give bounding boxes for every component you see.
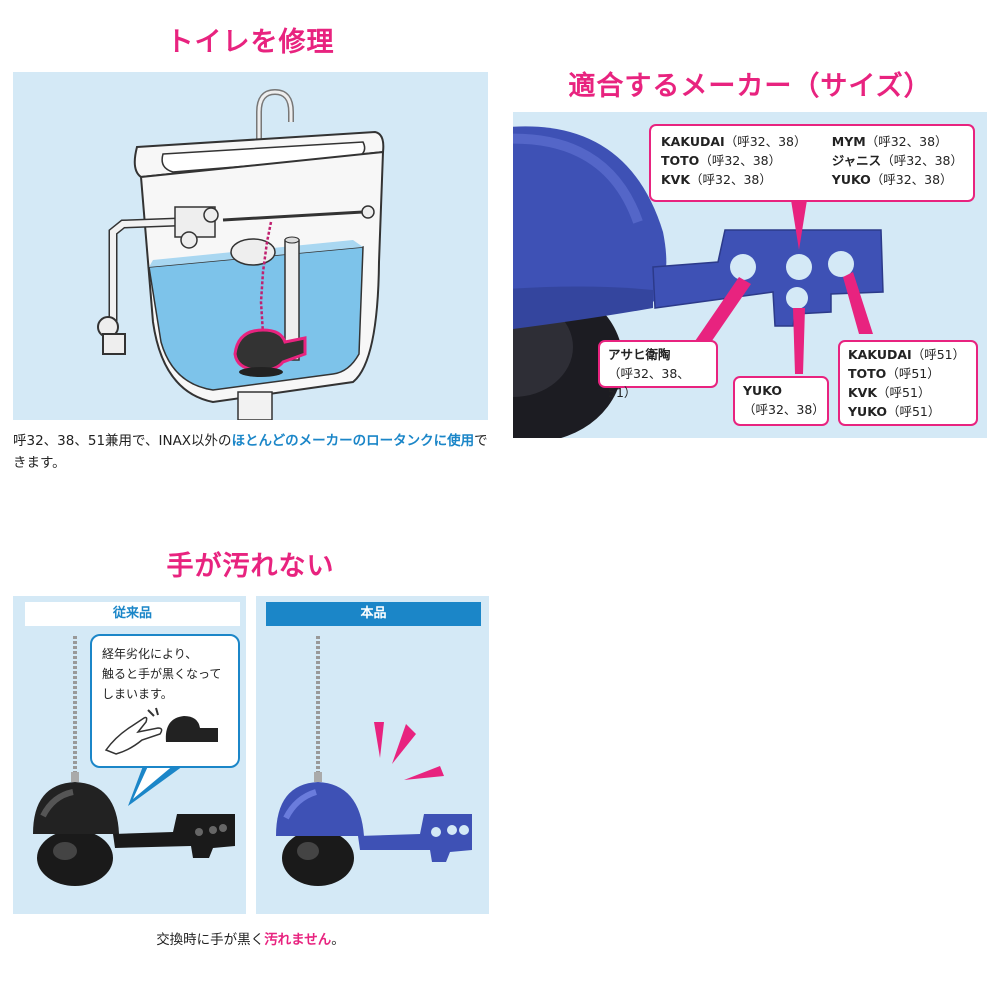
bubble-line: 経年劣化により、 — [102, 647, 198, 661]
old-product-tab: 従来品 — [25, 602, 240, 626]
maker-callout-51: KAKUDAI（呼51） TOTO（呼51） KVK（呼51） YUKO（呼51… — [838, 340, 978, 426]
maker-entry: TOTO（呼32、38） — [661, 153, 782, 168]
bubble-line: しまいます。 — [102, 687, 173, 701]
maker-entry: KAKUDAI（呼32、38） — [661, 134, 807, 149]
maker-list-left: KAKUDAI（呼32、38） TOTO（呼32、38） KVK（呼32、38） — [661, 132, 807, 189]
maker-size: （呼32、38、51） — [608, 366, 690, 400]
repair-desc-plain: 呼32、38、51兼用で、INAX以外の — [13, 433, 232, 449]
new-flapper-drawing — [276, 636, 472, 886]
maker-callout-asahi: アサヒ衛陶 （呼32、38、51） — [598, 340, 718, 400]
maker-size: （呼32、38） — [743, 402, 825, 417]
old-flapper-drawing — [33, 636, 235, 886]
maker-callout-yuko: YUKO （呼32、38） — [733, 376, 829, 426]
maker-entry: MYM（呼32、38） — [831, 134, 948, 149]
repair-description: 呼32、38、51兼用で、INAX以外のほとんどのメーカーのロータンクに使用でき… — [13, 430, 493, 474]
maker-entry: KVK（呼51） — [848, 385, 931, 400]
maker-name: YUKO — [743, 383, 782, 398]
maker-entry: YUKO（呼32、38） — [831, 172, 953, 187]
maker-entry: KVK（呼32、38） — [661, 172, 772, 187]
bubble-line: 触ると手が黒くなって — [102, 667, 222, 681]
repair-desc-highlight: ほとんどのメーカーのロータンクに — [231, 433, 448, 449]
clean-note-highlight: 汚れません — [264, 932, 332, 948]
new-product-panel — [256, 596, 489, 914]
repair-title: トイレを修理 — [166, 27, 335, 58]
toilet-tank-drawing — [97, 88, 385, 421]
repair-desc-highlight-use: 使用 — [447, 433, 475, 449]
dirty-finger-icon — [104, 707, 218, 755]
flapper-closeup-drawing — [513, 126, 884, 438]
clean-note-end: 。 — [331, 932, 345, 948]
maker-list-right: MYM（呼32、38） ジャニス（呼32、38） YUKO（呼32、38） — [832, 132, 963, 189]
maker-entry: TOTO（呼51） — [848, 366, 940, 381]
clean-title: 手が汚れない — [166, 551, 335, 582]
maker-entry: KAKUDAI（呼51） — [848, 347, 966, 362]
toilet-tank-illustration — [13, 72, 488, 421]
maker-entry: YUKO（呼51） — [848, 404, 941, 419]
clean-note: 交換時に手が黒く汚れません。 — [13, 928, 488, 948]
maker-name: アサヒ衛陶 — [608, 347, 671, 362]
repair-desc-end: できます。 — [13, 433, 488, 471]
clean-note-plain: 交換時に手が黒く — [156, 932, 265, 948]
degradation-bubble: 経年劣化により、 触ると手が黒くなって しまいます。 — [90, 634, 240, 768]
makers-title: 適合するメーカー（サイズ） — [568, 71, 932, 102]
maker-entry: ジャニス（呼32、38） — [831, 153, 963, 168]
new-product-tab: 本品 — [266, 602, 481, 626]
maker-callout-top: KAKUDAI（呼32、38） TOTO（呼32、38） KVK（呼32、38）… — [649, 124, 975, 202]
